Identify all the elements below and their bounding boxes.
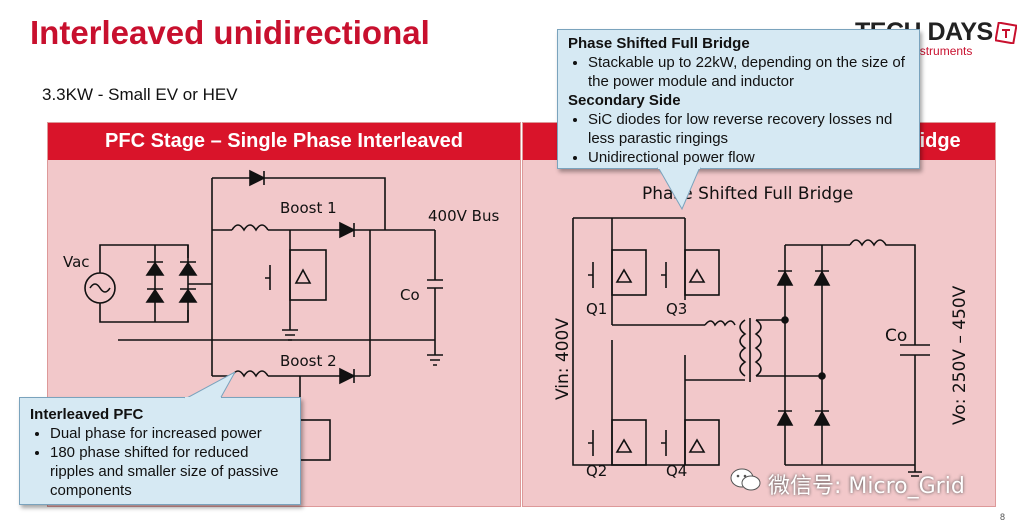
page-number: 8: [1000, 512, 1006, 522]
callout-top-pointer: [657, 167, 701, 211]
vin-label: Vin: 400V: [553, 318, 573, 400]
q4-label: Q4: [666, 462, 688, 480]
bus-label: 400V Bus: [428, 207, 500, 225]
q2-label: Q2: [586, 462, 608, 480]
schematic-title: Phase Shifted Full Bridge: [642, 184, 854, 204]
callout-item: Dual phase for increased power: [50, 424, 290, 443]
callout-fullbridge: Phase Shifted Full Bridge Stackable up t…: [557, 29, 920, 169]
callout-left-pointer: [184, 372, 236, 399]
callout-interleaved-pfc: Interleaved PFC Dual phase for increased…: [19, 397, 301, 505]
pfc-schematic: [84, 169, 443, 461]
q1-label: Q1: [586, 300, 608, 318]
slide-title: Interleaved unidirectional: [30, 14, 430, 51]
boost2-label: Boost 2: [280, 352, 337, 370]
boost1-label: Boost 1: [280, 199, 337, 217]
callout-heading-secondary: Secondary Side: [568, 92, 681, 109]
callout-item: Stackable up to 22kW, depending on the s…: [588, 53, 909, 91]
fullbridge-schematic: [572, 217, 930, 477]
slide-subtitle: 3.3KW - Small EV or HEV: [42, 85, 238, 104]
watermark-text: 微信号: Micro_Grid: [768, 474, 965, 499]
callout-item: SiC diodes for low reverse recovery loss…: [588, 110, 909, 148]
co-label-left: Co: [400, 286, 420, 304]
pfc-panel-header: PFC Stage – Single Phase Interleaved: [48, 123, 520, 160]
vo-label: Vo: 250V – 450V: [950, 285, 970, 425]
ti-mark-icon: [995, 22, 1017, 44]
vac-label: Vac: [63, 253, 90, 271]
header-suffix: ridge: [911, 130, 961, 152]
callout-item: 180 phase shifted for reduced ripples an…: [50, 443, 290, 500]
co-label-right: Co: [885, 326, 908, 346]
callout-heading-pfc: Interleaved PFC: [30, 406, 144, 423]
q3-label: Q3: [666, 300, 688, 318]
wechat-icon: [730, 468, 761, 491]
callout-heading-fullbridge: Phase Shifted Full Bridge: [568, 35, 750, 52]
callout-item: Unidirectional power flow: [588, 148, 909, 167]
